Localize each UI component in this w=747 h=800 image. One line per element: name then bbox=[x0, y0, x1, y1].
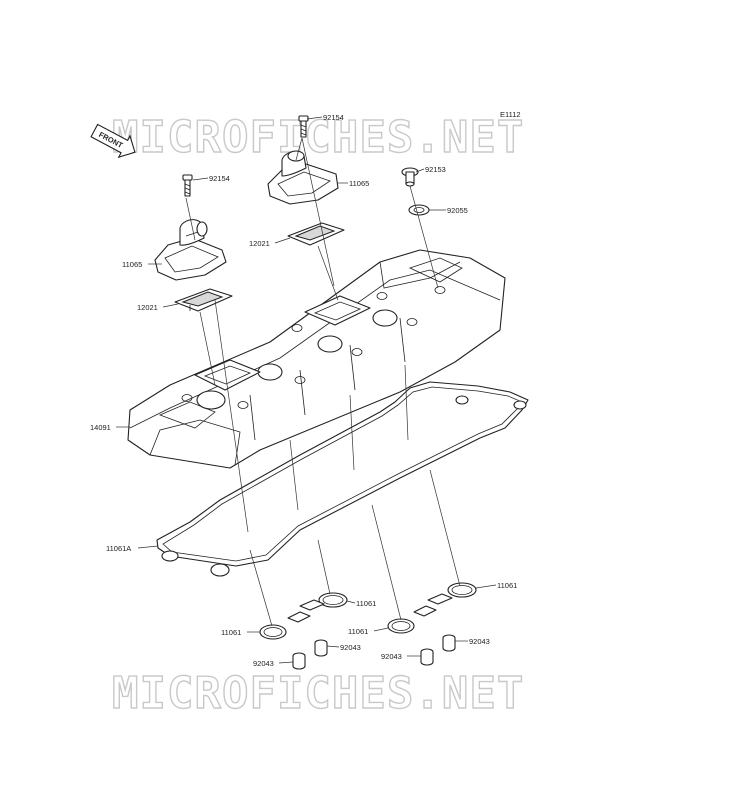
label-92043-1[interactable]: 92043 bbox=[253, 659, 274, 668]
label-11065-right[interactable]: 11065 bbox=[349, 179, 369, 188]
label-12021-left[interactable]: 12021 bbox=[137, 303, 158, 312]
label-14091[interactable]: 14091 bbox=[90, 423, 111, 432]
assembly-guide-lines bbox=[185, 137, 461, 627]
plug-gasket-left-lower[interactable] bbox=[259, 611, 311, 640]
part-labels: 92154 92154 92153 92055 11065 11065 1202… bbox=[90, 113, 517, 668]
watermark-bottom: MICROFICHES.NET bbox=[112, 668, 524, 719]
diagram-id: E1112 bbox=[500, 110, 521, 119]
bolt-92154-right[interactable] bbox=[298, 115, 309, 138]
label-11061A[interactable]: 11061A bbox=[106, 544, 131, 553]
plug-gasket-right-upper[interactable] bbox=[427, 582, 477, 605]
plug-gasket-left-upper[interactable] bbox=[299, 592, 348, 611]
cylinder-head-cover[interactable] bbox=[127, 249, 506, 469]
dowel-pin-3[interactable] bbox=[420, 648, 434, 666]
dowel-pin-2[interactable] bbox=[314, 639, 328, 657]
label-11061-right-upper[interactable]: 11061 bbox=[497, 581, 517, 590]
watermark-top: MICROFICHES.NET bbox=[112, 112, 524, 163]
label-92153[interactable]: 92153 bbox=[425, 165, 446, 174]
dowel-pin-1[interactable] bbox=[292, 652, 306, 670]
label-92043-3[interactable]: 92043 bbox=[381, 652, 402, 661]
label-11061-left-lower[interactable]: 11061 bbox=[221, 628, 241, 637]
reed-valve-cover-left[interactable] bbox=[154, 219, 227, 281]
reed-valve-cover-right[interactable] bbox=[267, 150, 339, 205]
label-92043-2[interactable]: 92043 bbox=[340, 643, 361, 652]
washer-92055[interactable] bbox=[408, 204, 430, 216]
reed-valve-right[interactable] bbox=[287, 222, 345, 246]
reed-valve-left[interactable] bbox=[174, 288, 233, 312]
label-92043-4[interactable]: 92043 bbox=[469, 637, 490, 646]
label-11065-left[interactable]: 11065 bbox=[122, 260, 142, 269]
callout-leaders bbox=[116, 116, 497, 664]
bolt-92153[interactable] bbox=[401, 167, 419, 187]
head-cover-gasket[interactable] bbox=[156, 381, 529, 577]
label-92154-right[interactable]: 92154 bbox=[323, 113, 344, 122]
label-12021-right[interactable]: 12021 bbox=[249, 239, 270, 248]
label-92154-left[interactable]: 92154 bbox=[209, 174, 230, 183]
label-11061-left-upper[interactable]: 11061 bbox=[356, 599, 376, 608]
label-11061-right-lower[interactable]: 11061 bbox=[348, 627, 368, 636]
bolt-92154-left[interactable] bbox=[182, 174, 193, 197]
dowel-pin-4[interactable] bbox=[442, 634, 456, 652]
label-92055[interactable]: 92055 bbox=[447, 206, 468, 215]
plug-gasket-right-lower[interactable] bbox=[387, 605, 437, 634]
